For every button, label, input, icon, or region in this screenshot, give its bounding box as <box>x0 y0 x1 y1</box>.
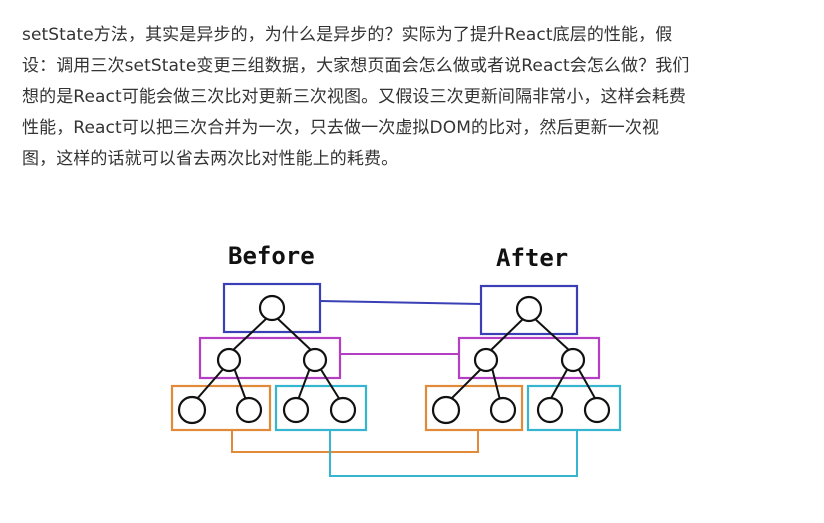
after-leaf-2 <box>489 396 517 424</box>
paragraph-line-5: 图，这样的话就可以省去两次比对性能上的耗费。 <box>22 149 399 169</box>
before-label: Before <box>228 242 315 270</box>
before-level1-box <box>198 336 342 380</box>
after-root-node <box>515 295 543 323</box>
before-root-box <box>222 282 322 334</box>
before-leaf-1 <box>177 395 207 425</box>
paragraph-line-2: 设：调用三次setState变更三组数据，大家想页面会怎么做或者说React会怎… <box>22 56 690 76</box>
before-leaf-3 <box>282 396 310 424</box>
after-node-left <box>473 347 499 373</box>
root-connector <box>319 300 482 305</box>
paragraph-line-1: setState方法，其实是异步的，为什么是异步的？实际为了提升React底层的… <box>22 25 673 45</box>
article-paragraph: setState方法，其实是异步的，为什么是异步的？实际为了提升React底层的… <box>22 20 802 175</box>
after-tree-edges <box>449 317 597 401</box>
after-tree-nodes <box>431 295 611 425</box>
paragraph-line-3: 想的是React可能会做三次比对更新三次视图。又假设三次更新间隔非常小，这样会耗… <box>22 87 687 107</box>
after-node-right <box>560 347 586 373</box>
before-left-leaf-box <box>170 384 272 432</box>
before-tree-edges <box>195 317 341 401</box>
right-leaf-connector <box>329 430 578 477</box>
paragraph-line-4: 性能，React可以把三次合并为一次，只去做一次虚拟DOM的比对，然后更新一次视 <box>22 118 660 138</box>
before-tree-nodes <box>177 294 357 425</box>
article-content: setState方法，其实是异步的，为什么是异步的？实际为了提升React底层的… <box>22 20 802 175</box>
before-node-left <box>216 347 242 373</box>
before-leaf-2 <box>235 396 263 424</box>
after-leaf-4 <box>583 396 611 424</box>
diagram-svg: Before After <box>170 242 622 477</box>
after-right-leaf-box <box>526 384 622 432</box>
after-label: After <box>496 244 568 272</box>
after-level1-box <box>457 336 601 380</box>
virtual-dom-diff-illustration: Before After <box>160 230 640 520</box>
left-leaf-connector <box>231 430 479 453</box>
before-right-leaf-box <box>274 384 368 432</box>
before-node-right <box>302 347 328 373</box>
after-root-box <box>479 284 579 336</box>
after-leaf-3 <box>536 396 564 424</box>
after-leaf-1 <box>431 395 461 425</box>
before-leaf-4 <box>329 396 357 424</box>
before-root-node <box>258 294 286 322</box>
after-left-leaf-box <box>424 384 524 432</box>
